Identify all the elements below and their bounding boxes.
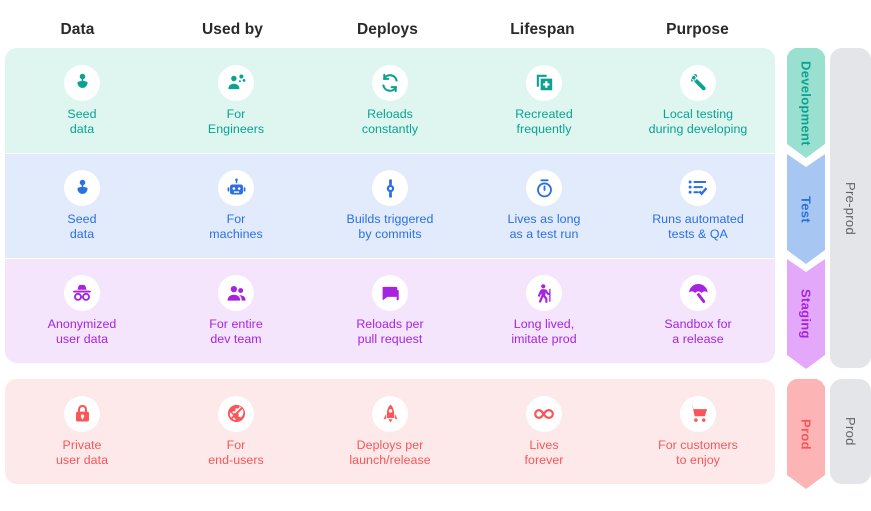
stage-test: Test: [787, 154, 825, 264]
cell-prod-purpose: For customers to enjoy: [621, 395, 775, 468]
cell-label: Anonymized user data: [47, 317, 117, 346]
stage-prod: Prod: [787, 379, 825, 489]
cell-prod-deploys: Deploys per launch/release: [313, 395, 467, 468]
column-header-data: Data: [60, 21, 95, 38]
stage-label: Prod: [798, 418, 814, 450]
stage-development: Development: [787, 48, 825, 158]
cell-label: Deploys per launch/release: [349, 437, 431, 467]
row-prod: Private user data For end-users Deploys …: [5, 379, 775, 484]
cell-staging-deploys: Reloads per pull request: [313, 275, 467, 347]
group-label: Prod: [843, 417, 858, 446]
cell-label: For entire dev team: [209, 317, 263, 346]
group-label: Pre-prod: [843, 181, 858, 235]
cell-label: For customers to enjoy: [658, 437, 738, 467]
cell-staging-lifespan: Long lived, imitate prod: [467, 275, 621, 347]
infinity-icon: [526, 395, 562, 432]
checklist-icon: [680, 170, 716, 206]
cell-label: Runs automated tests & QA: [652, 212, 744, 241]
row-staging: Anonymized user data For entire dev team…: [5, 259, 775, 363]
stage-chevron-column: Development Test Staging Prod: [787, 0, 825, 511]
column-header-used-by: Used by: [202, 21, 263, 38]
reload-icon: [372, 64, 408, 101]
cart-icon: [680, 395, 716, 432]
engineers-icon: [218, 64, 254, 101]
globe-off-icon: [218, 395, 254, 432]
cell-development-lifespan: Recreated frequently: [467, 64, 621, 137]
cell-development-purpose: Local testing during developing: [621, 64, 775, 137]
cell-staging-data: Anonymized user data: [5, 275, 159, 347]
group-column: Pre-prod Prod: [830, 0, 871, 511]
row-development: Seed data For Engineers Reloads constant…: [5, 48, 775, 153]
seed-icon: [64, 64, 100, 101]
group-prod: Prod: [830, 379, 871, 484]
stage-label: Development: [798, 60, 814, 146]
wrench-icon: [680, 64, 716, 101]
cell-label: Lives as long as a test run: [507, 212, 581, 241]
cell-staging-used-by: For entire dev team: [159, 275, 313, 347]
cell-label: Reloads constantly: [361, 106, 419, 136]
cell-test-lifespan: Lives as long as a test run: [467, 170, 621, 242]
column-headers: Data Used by Deploys Lifespan Purpose: [0, 14, 775, 46]
cell-label: Seed data: [67, 212, 97, 241]
cell-prod-lifespan: Lives forever: [467, 395, 621, 468]
column-header-deploys: Deploys: [357, 21, 418, 38]
add-copy-icon: [526, 64, 562, 101]
stage-label: Staging: [798, 289, 814, 339]
column-header-purpose: Purpose: [666, 21, 729, 38]
robot-icon: [218, 170, 254, 206]
commit-icon: [372, 170, 408, 206]
cell-development-deploys: Reloads constantly: [313, 64, 467, 137]
environment-rows: Seed data For Engineers Reloads constant…: [5, 48, 775, 484]
seed-icon: [64, 170, 100, 206]
rocket-icon: [372, 395, 408, 432]
elderly-icon: [526, 275, 562, 311]
group-pre-prod: Pre-prod: [830, 48, 871, 368]
stopwatch-icon: [526, 170, 562, 206]
cell-prod-used-by: For end-users: [159, 395, 313, 468]
cell-prod-data: Private user data: [5, 395, 159, 468]
row-test: Seed data For machines Builds triggered …: [5, 154, 775, 258]
cell-development-data: Seed data: [5, 64, 159, 137]
cell-test-data: Seed data: [5, 170, 159, 242]
lock-icon: [64, 395, 100, 432]
cell-label: Lives forever: [524, 437, 564, 467]
cell-label: For end-users: [208, 437, 264, 467]
incognito-icon: [64, 275, 100, 311]
cell-label: Sandbox for a release: [664, 317, 732, 346]
cell-label: Private user data: [55, 437, 109, 467]
cell-development-used-by: For Engineers: [159, 64, 313, 137]
cell-test-deploys: Builds triggered by commits: [313, 170, 467, 242]
stage-staging: Staging: [787, 259, 825, 369]
cell-label: For Engineers: [207, 106, 265, 136]
cell-test-purpose: Runs automated tests & QA: [621, 170, 775, 242]
stage-label: Test: [798, 195, 814, 223]
cell-label: Builds triggered by commits: [346, 212, 434, 241]
cell-staging-purpose: Sandbox for a release: [621, 275, 775, 347]
people-icon: [218, 275, 254, 311]
cell-label: For machines: [209, 212, 263, 241]
cell-test-used-by: For machines: [159, 170, 313, 242]
comment-icon: [372, 275, 408, 311]
column-header-lifespan: Lifespan: [510, 21, 575, 38]
umbrella-icon: [680, 275, 716, 311]
cell-label: Seed data: [67, 106, 97, 136]
cell-label: Reloads per pull request: [356, 317, 424, 346]
cell-label: Recreated frequently: [515, 106, 573, 136]
cell-label: Long lived, imitate prod: [511, 317, 577, 346]
cell-label: Local testing during developing: [648, 106, 748, 136]
